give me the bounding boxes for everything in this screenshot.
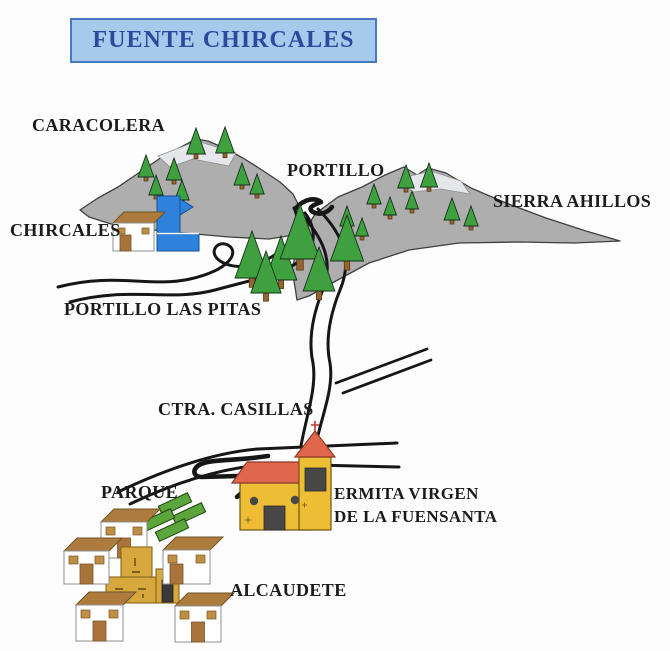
church-cross-icon	[311, 421, 319, 431]
label-caracolera: CARACOLERA	[32, 115, 166, 135]
pine-tree-icon	[137, 153, 155, 182]
house-icon	[74, 591, 138, 642]
map-title-box: FUENTE CHIRCALES	[70, 18, 377, 63]
fuente-building	[156, 195, 200, 252]
pine-tree-icon	[382, 195, 398, 220]
parque-plot-icon	[157, 491, 193, 517]
pine-tree-icon	[419, 161, 439, 192]
pine-tree-icon	[397, 163, 415, 193]
fuente-spout-icon	[179, 198, 194, 216]
pine-tree-icon	[249, 172, 265, 199]
pine-tree-icon	[329, 213, 365, 271]
label-portillo: PORTILLO	[287, 160, 385, 180]
parque-plot-icon	[171, 501, 207, 527]
church-window-right	[290, 495, 300, 505]
label-ermita-line1: ERMITA VIRGEN	[334, 484, 479, 503]
house-icon	[161, 536, 225, 585]
label-ermita: ERMITA VIRGEN DE LA FUENSANTA	[334, 482, 497, 528]
pine-tree-icon	[404, 189, 420, 214]
label-sierra-ahillos: SIERRA AHILLOS	[493, 191, 652, 211]
parque-plot-icon	[154, 517, 190, 543]
label-portillo-las-pitas: PORTILLO LAS PITAS	[64, 299, 262, 319]
house-icon	[173, 592, 236, 643]
pine-tree-icon	[214, 125, 236, 159]
road-ctra-top	[116, 441, 399, 494]
church-spire-icon	[293, 430, 337, 458]
pine-tree-icon	[354, 216, 370, 241]
church-wall-marks	[245, 502, 307, 523]
road-descent-left	[299, 214, 329, 448]
label-chircales: CHIRCALES	[10, 220, 121, 240]
pine-tree-icon	[366, 182, 382, 209]
pine-tree-icon	[302, 245, 336, 301]
pine-tree-icon	[279, 202, 321, 271]
church-door	[263, 505, 286, 531]
house-icon	[62, 537, 124, 585]
church-window-left	[249, 496, 259, 506]
castle-wall-marks	[115, 558, 146, 598]
mountain-trees-layer	[137, 125, 479, 241]
house-icon	[111, 211, 167, 252]
label-alcaudete: ALCAUDETE	[230, 580, 347, 600]
pine-tree-icon	[165, 156, 183, 185]
road-branch-lower	[341, 358, 433, 395]
pine-tree-icon	[250, 249, 282, 302]
label-parque: PARQUE	[101, 482, 179, 502]
houses-front-layer	[62, 211, 236, 643]
road-pass-switchback	[293, 197, 335, 216]
foreground-trees-layer	[234, 202, 365, 302]
ermita-church	[230, 421, 337, 531]
pine-tree-icon	[185, 126, 207, 160]
map-title: FUENTE CHIRCALES	[92, 27, 355, 53]
label-ermita-line2: DE LA FUENSANTA	[334, 507, 498, 526]
pine-tree-icon	[148, 173, 164, 200]
pine-tree-icon	[463, 204, 479, 231]
church-tower-window	[304, 467, 327, 492]
pine-tree-icon	[443, 196, 461, 225]
pine-tree-icon	[233, 161, 251, 190]
label-ctra-casillas: CTRA. CASILLAS	[158, 399, 314, 419]
road-branch-upper	[334, 347, 429, 385]
